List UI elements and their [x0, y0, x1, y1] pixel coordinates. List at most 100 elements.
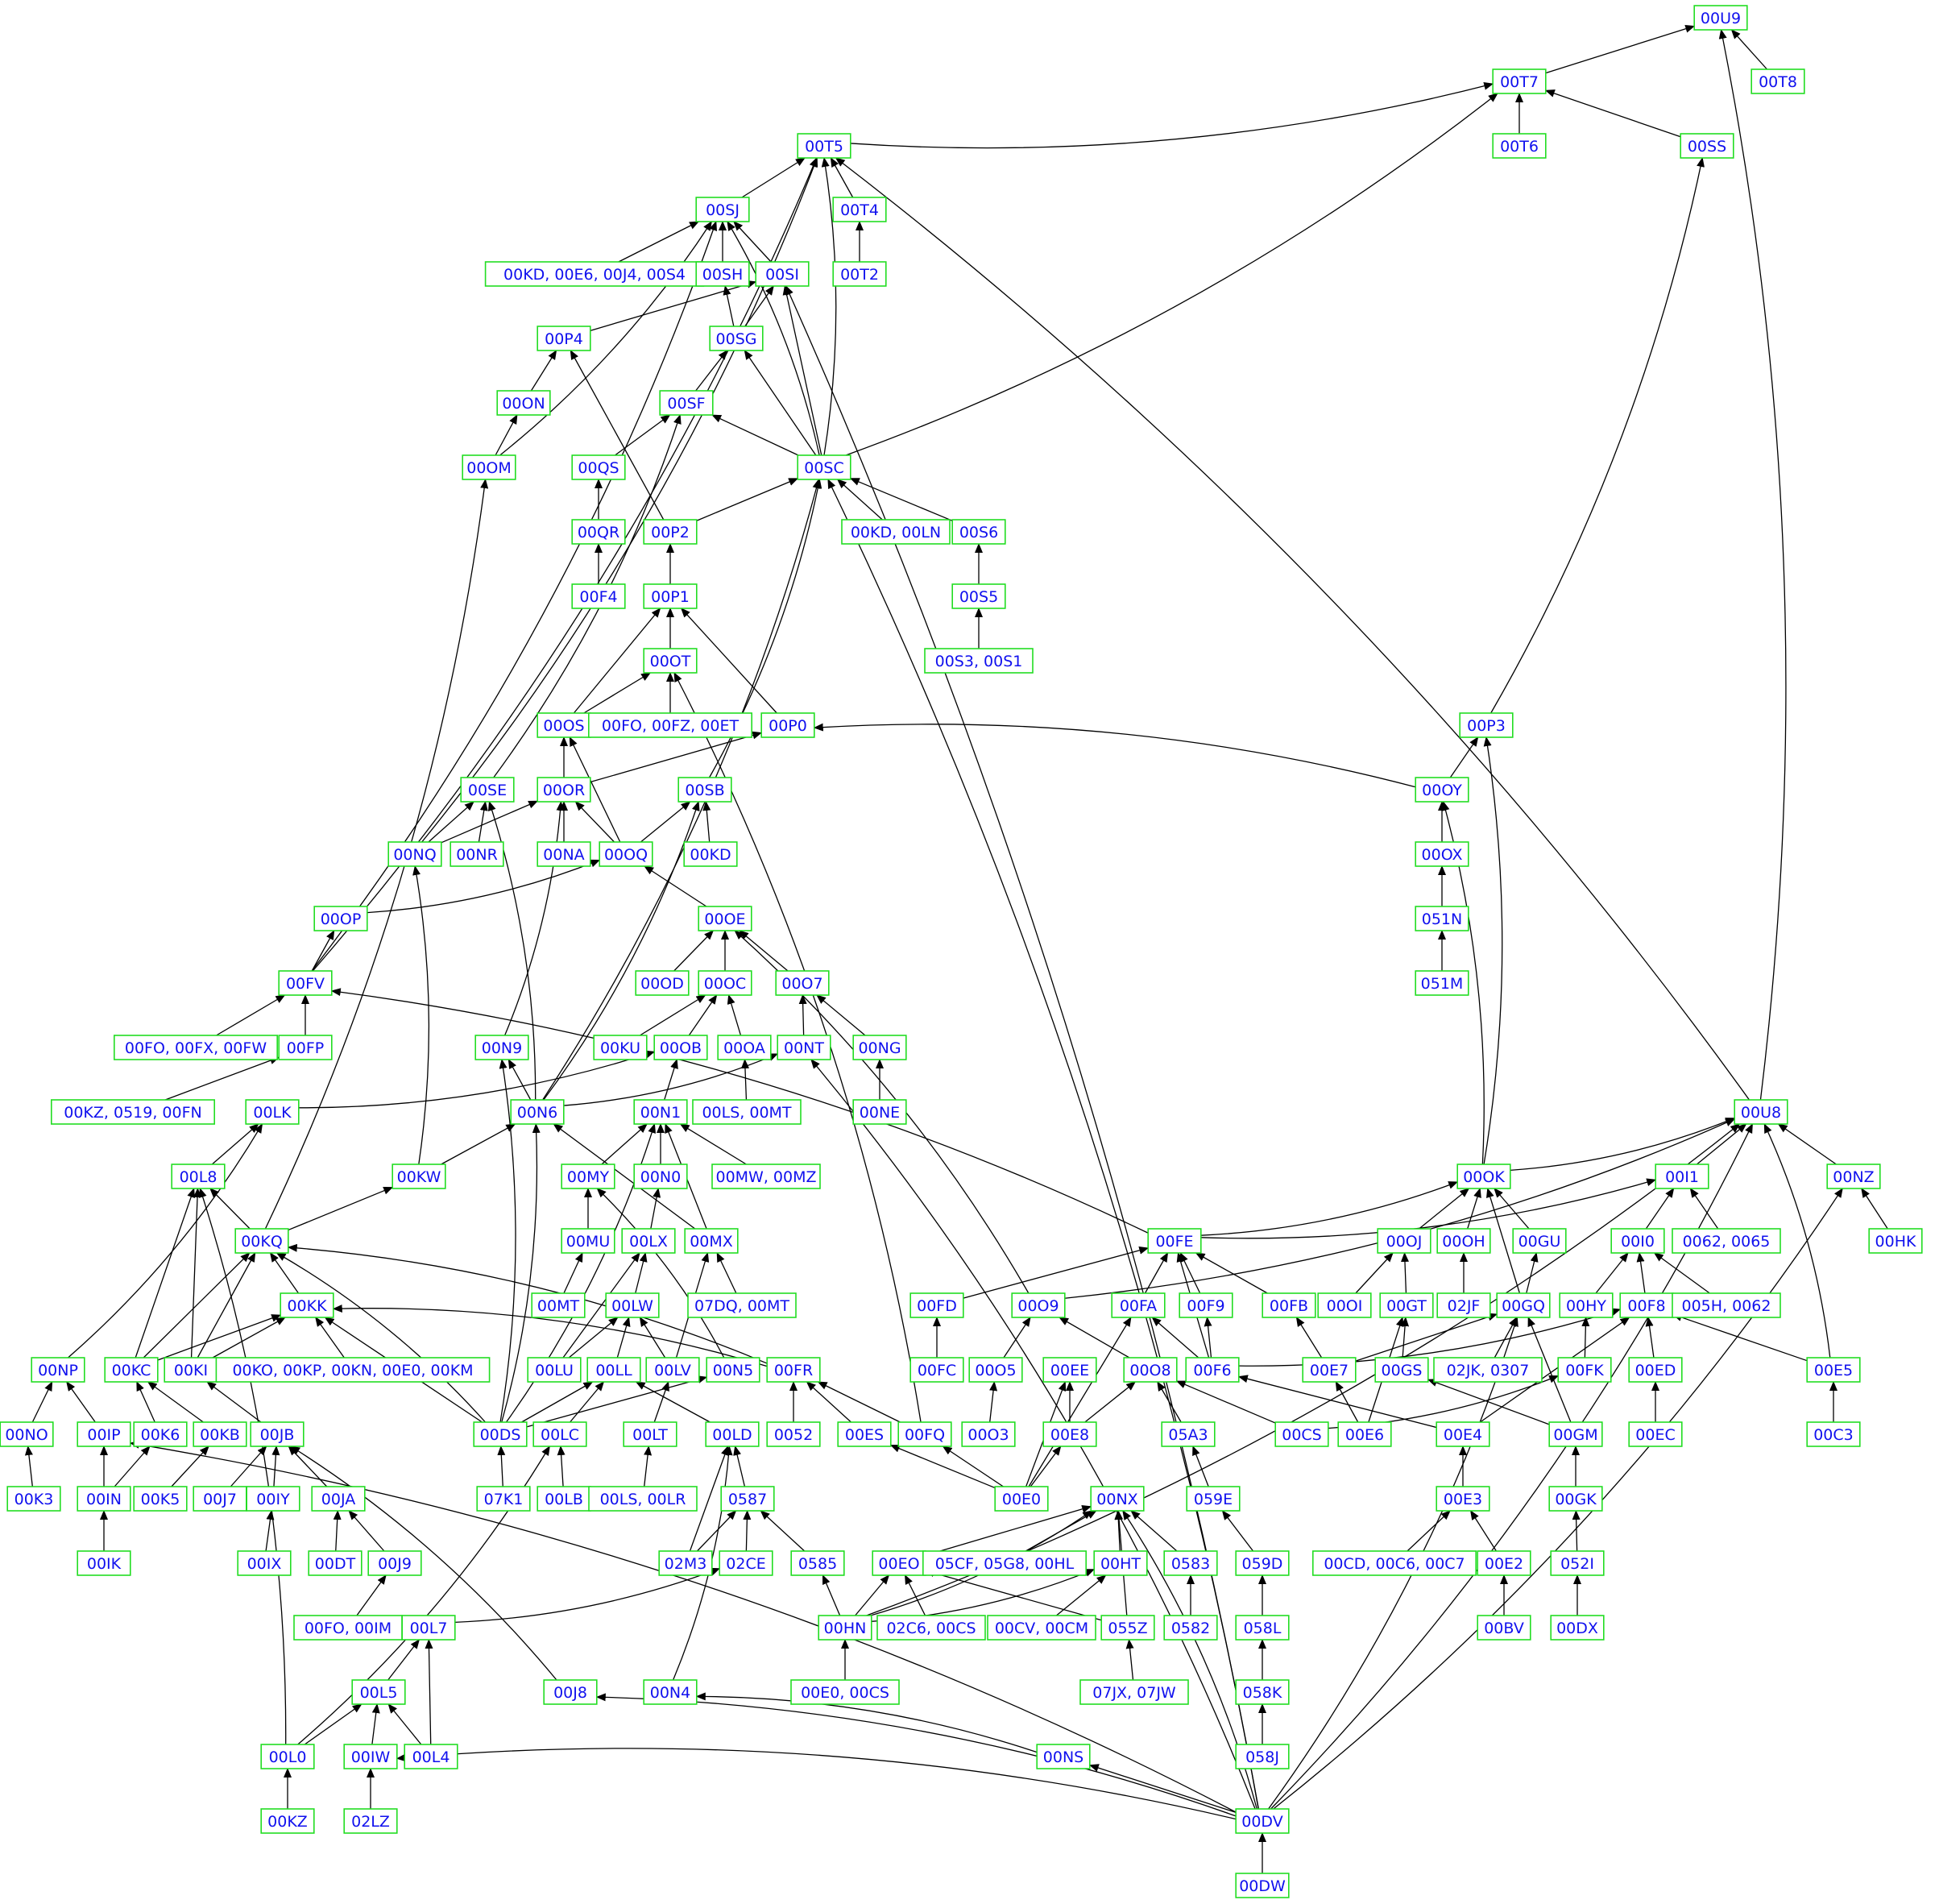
node-label: 00LL: [595, 1362, 632, 1379]
node-label: 00E3: [1444, 1491, 1482, 1508]
node-label: 00J7: [203, 1491, 237, 1508]
graph-node: 00O9: [1011, 1292, 1066, 1318]
node-box: [280, 1292, 334, 1318]
edge-path: [1270, 1123, 1754, 1810]
node-box: [1079, 1679, 1189, 1705]
node-box: [623, 1421, 677, 1447]
edge-path: [1527, 1317, 1572, 1423]
node-box: [1559, 1292, 1614, 1318]
graph-edge: [821, 157, 837, 456]
edge-path: [425, 1639, 433, 1745]
edge-path: [1200, 1181, 1459, 1236]
graph-node: 00OD: [635, 970, 690, 996]
edge-path: [615, 414, 671, 456]
node-label: 02CE: [726, 1555, 765, 1573]
node-label: 00OM: [466, 459, 512, 477]
node-box: [1628, 1421, 1683, 1447]
edge-path: [1645, 1317, 1655, 1359]
node-box: [1235, 1615, 1290, 1641]
graph-edge: [1221, 1510, 1254, 1552]
node-box: [6, 1486, 61, 1512]
node-box: [561, 1228, 615, 1254]
edge-path: [1151, 1317, 1199, 1359]
graph-edge: [640, 801, 691, 843]
edge-path: [1653, 1252, 1710, 1294]
node-box: [237, 1550, 292, 1576]
node-label: 00L4: [412, 1748, 450, 1766]
node-box: [924, 648, 1034, 674]
node-box: [473, 1421, 528, 1447]
edge-path: [1544, 89, 1681, 138]
graph-node: 00MT: [531, 1292, 586, 1318]
graph-edge: [1238, 1308, 1622, 1367]
node-box: [994, 1486, 1049, 1512]
node-box: [31, 1357, 85, 1383]
graph-edge: [348, 1510, 385, 1552]
graph-edge: [1270, 1123, 1754, 1810]
edge-path: [1204, 1317, 1212, 1359]
edge-path: [570, 1381, 605, 1423]
edge-path: [1130, 1510, 1178, 1552]
node-label: 00KW: [397, 1168, 441, 1186]
node-box: [698, 906, 752, 931]
graph-node: 00GQ: [1496, 1292, 1551, 1318]
node-box: [760, 712, 815, 738]
node-box: [687, 1292, 797, 1318]
graph-node: 00DX: [1550, 1615, 1605, 1641]
graph-edge: [798, 994, 807, 1036]
graph-edge: [727, 994, 742, 1036]
edge-path: [348, 1510, 385, 1552]
edge-path: [816, 994, 866, 1036]
graph-node: 00OM: [462, 454, 516, 480]
node-label: 00FC: [918, 1362, 956, 1379]
graph-node: 07JX, 07JW: [1079, 1679, 1189, 1705]
node-label: 0587: [728, 1491, 767, 1508]
node-box: [605, 1292, 660, 1318]
edge-path: [487, 801, 537, 1101]
node-box: [1557, 1357, 1612, 1383]
node-box: [561, 1164, 615, 1189]
edge-path: [741, 157, 806, 198]
graph-node: 00GU: [1512, 1228, 1567, 1254]
node-box: [1436, 1486, 1490, 1512]
graph-node: 00EC: [1628, 1421, 1683, 1447]
graph-edge: [827, 479, 1259, 1810]
node-box: [797, 454, 851, 480]
graph-node: 00J9: [367, 1550, 422, 1576]
graph-node: 00O8: [1123, 1357, 1178, 1383]
graph-edge: [1401, 1317, 1410, 1359]
graph-edge: [696, 1510, 737, 1552]
edge-path: [1055, 1574, 1107, 1616]
graph-node: 00K3: [6, 1486, 61, 1512]
node-box: [571, 454, 626, 480]
graph-node: 00MU: [561, 1228, 615, 1254]
edge-path: [157, 1314, 282, 1361]
node-label: 00LC: [541, 1426, 579, 1444]
graph-node: 00LL: [586, 1357, 641, 1383]
graph-edge: [501, 1123, 541, 1423]
node-box: [832, 197, 887, 222]
graph-node: 00O7: [775, 970, 830, 996]
graph-node: 00EE: [1042, 1357, 1097, 1383]
edge-path: [543, 801, 700, 1101]
node-label: 00LU: [535, 1362, 574, 1379]
node-label: 00HN: [824, 1620, 867, 1637]
graph-edge: [1718, 29, 1787, 1101]
graph-edge: [673, 930, 715, 972]
graph-node: 00N1: [633, 1099, 688, 1125]
graph-edge: [1449, 736, 1479, 778]
node-box: [367, 1550, 422, 1576]
graph-node: 00DS: [473, 1421, 528, 1447]
edge-path: [31, 1381, 53, 1423]
node-box: [474, 1035, 529, 1060]
edge-path: [495, 414, 518, 456]
node-box: [1477, 1550, 1531, 1576]
node-box: [278, 1035, 333, 1060]
graph-edge: [570, 1381, 605, 1423]
node-label: 00P2: [651, 524, 690, 541]
node-box: [951, 583, 1006, 609]
node-label: 00NZ: [1833, 1168, 1874, 1186]
graph-edge: [1355, 1252, 1394, 1294]
edge-path: [1510, 1118, 1736, 1172]
edge-path: [568, 1317, 619, 1359]
